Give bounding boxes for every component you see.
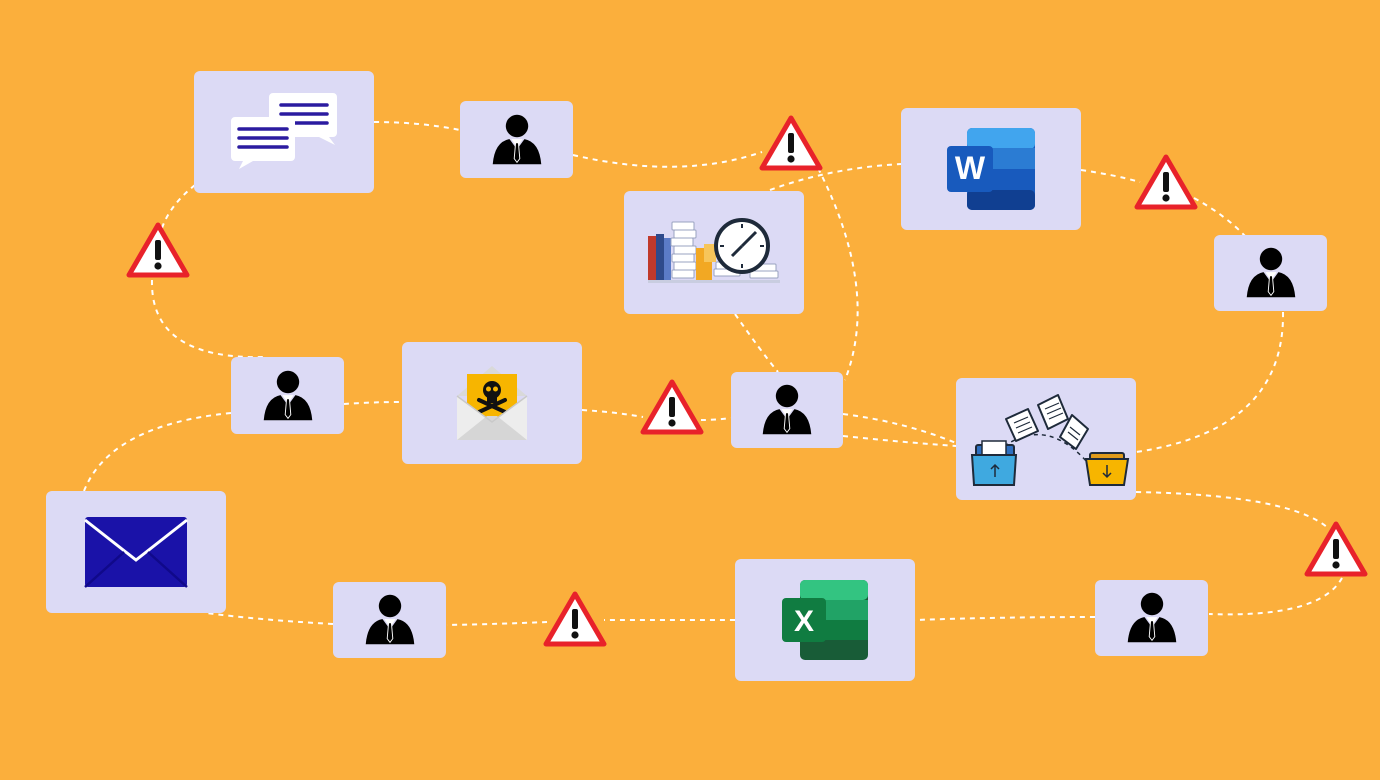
mail-icon bbox=[84, 517, 188, 588]
word-node: W bbox=[901, 108, 1081, 230]
archive-node bbox=[624, 191, 804, 314]
warning-icon bbox=[640, 378, 704, 436]
connector-user-right-transfer bbox=[1135, 311, 1285, 453]
excel-letter: X bbox=[794, 605, 814, 638]
user-icon bbox=[1243, 245, 1299, 301]
user-icon bbox=[489, 112, 545, 168]
chat-bubbles-icon bbox=[231, 93, 337, 169]
chat-node bbox=[194, 71, 374, 193]
connector-warn-down bbox=[817, 167, 859, 381]
connector-mail-user-left bbox=[83, 412, 232, 492]
word-icon: W bbox=[947, 128, 1035, 210]
connector-chat-user-top bbox=[373, 121, 461, 131]
user-icon bbox=[759, 382, 815, 438]
user-right-node bbox=[1214, 235, 1327, 311]
connector-warn-user-right bbox=[1193, 197, 1246, 237]
excel-node: X bbox=[735, 559, 915, 681]
connector-transfer-warn bbox=[1135, 491, 1329, 529]
connector-warn-user-bottom-left bbox=[446, 621, 548, 626]
excel-icon: X bbox=[782, 580, 868, 660]
connector-archive-user-center bbox=[734, 313, 779, 373]
mail-node bbox=[46, 491, 226, 613]
user-bottom-left-node bbox=[333, 582, 446, 658]
user-icon bbox=[362, 592, 418, 648]
connector-user-top-warn bbox=[572, 151, 763, 168]
user-center-node bbox=[731, 372, 843, 448]
warning-icon bbox=[1304, 520, 1368, 578]
warning-icon bbox=[1134, 153, 1198, 211]
user-bottom-right-node bbox=[1095, 580, 1208, 656]
warning-icon bbox=[126, 221, 190, 279]
user-icon bbox=[1124, 590, 1180, 646]
connector-archive-word bbox=[769, 163, 902, 191]
archive-clock-icon bbox=[648, 217, 780, 283]
warning-icon bbox=[759, 114, 823, 172]
malware-email-icon bbox=[456, 366, 528, 440]
file-transfer-icon bbox=[970, 394, 1130, 486]
file-transfer-node bbox=[956, 378, 1136, 500]
connector-user-bottom-left-mail bbox=[205, 612, 334, 625]
connector-warn-user-left bbox=[150, 279, 266, 359]
user-left-node bbox=[231, 357, 344, 434]
malware-email-node bbox=[402, 342, 582, 464]
user-top-node bbox=[460, 101, 573, 178]
connector-warn-user-bottom-right bbox=[1208, 577, 1343, 616]
user-icon bbox=[260, 368, 316, 424]
connector-user-bottom-right-excel bbox=[914, 616, 1096, 621]
connector-user-center-transfer bbox=[842, 413, 957, 444]
connector-word-warn bbox=[1080, 169, 1141, 183]
connector-chat-warn bbox=[161, 184, 196, 229]
connector-malware-warn bbox=[581, 409, 644, 418]
word-letter: W bbox=[955, 150, 986, 186]
connector-user-center-transfer-2 bbox=[842, 435, 957, 447]
connector-warn-user-center bbox=[700, 417, 732, 421]
connector-user-left-malware bbox=[343, 401, 403, 405]
warning-icon bbox=[543, 590, 607, 648]
